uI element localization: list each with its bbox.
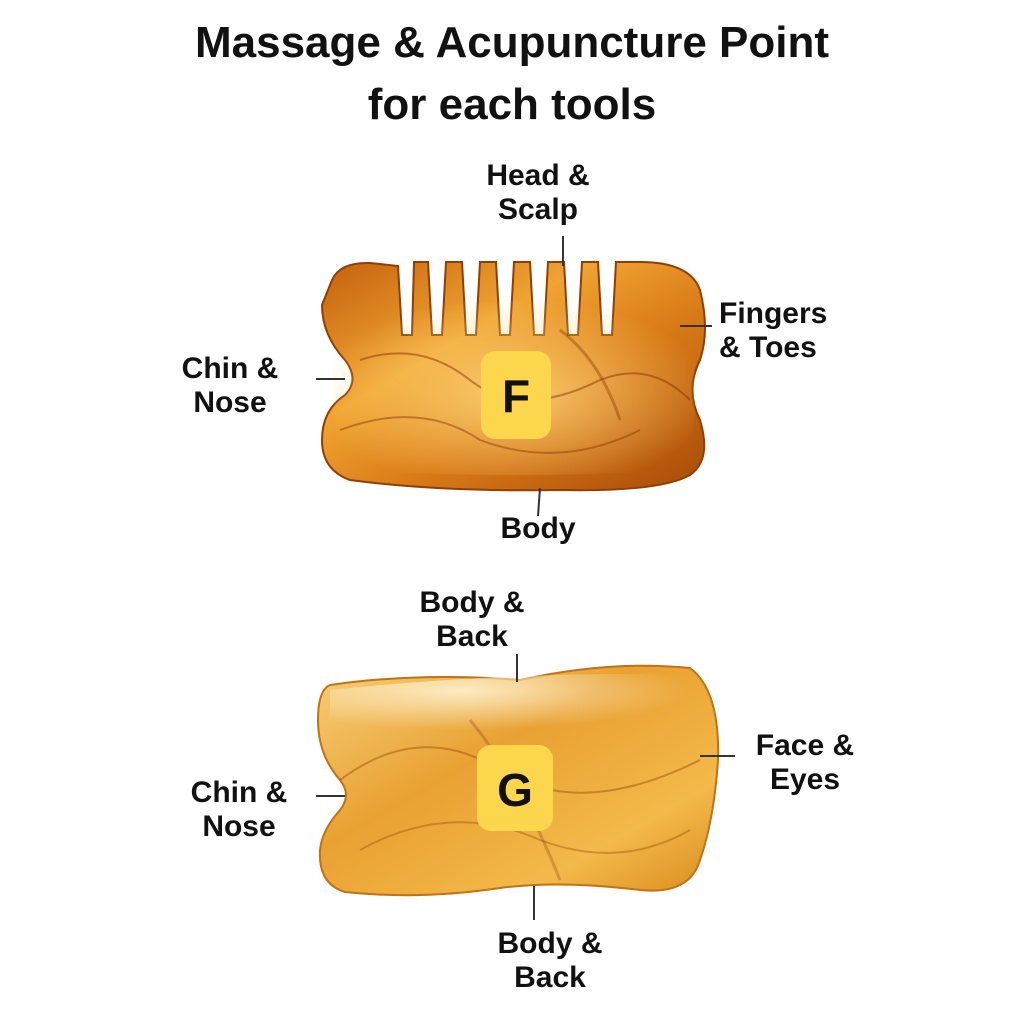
label-chin-nose-f-line1: Chin & (181, 352, 279, 385)
badge-g: G (477, 745, 553, 831)
label-chin-nose-g-line1: Chin & (190, 776, 288, 809)
page-title: Massage & Acupuncture Point for each too… (0, 12, 1024, 136)
label-body: Body (488, 512, 588, 546)
label-body-line1: Body (500, 512, 576, 545)
label-face-eyes-line2: Eyes (769, 763, 841, 796)
leader-lines (316, 236, 735, 920)
label-face-eyes-line1: Face & (755, 729, 855, 762)
label-fingers-toes-line2: & Toes (719, 331, 817, 364)
label-head-scalp: Head & Scalp (468, 159, 608, 227)
badge-f: F (481, 351, 551, 439)
label-body-back-top-line1: Body & (419, 586, 525, 619)
label-chin-nose-g-line2: Nose (202, 810, 276, 843)
label-body-back-top: Body & Back (402, 586, 542, 654)
label-fingers-toes-line1: Fingers (719, 297, 828, 330)
label-chin-nose-f: Chin & Nose (168, 352, 292, 420)
badge-g-text: G (497, 764, 533, 816)
badge-f-text: F (502, 370, 530, 422)
label-fingers-toes: Fingers & Toes (719, 297, 827, 365)
label-chin-nose-f-line2: Nose (193, 386, 267, 419)
label-face-eyes: Face & Eyes (742, 729, 868, 797)
label-head-scalp-line2: Scalp (497, 193, 579, 226)
label-body-back-top-line2: Back (436, 620, 508, 653)
label-body-back-bottom-line1: Body & (497, 927, 603, 960)
leader-body (537, 487, 541, 517)
title-line-2: for each tools (367, 80, 657, 129)
label-chin-nose-g: Chin & Nose (177, 776, 301, 844)
title-line-1: Massage & Acupuncture Point (194, 18, 830, 67)
label-head-scalp-line1: Head & (486, 159, 590, 192)
label-body-back-bottom: Body & Back (480, 927, 620, 995)
label-body-back-bottom-line2: Back (514, 961, 586, 994)
